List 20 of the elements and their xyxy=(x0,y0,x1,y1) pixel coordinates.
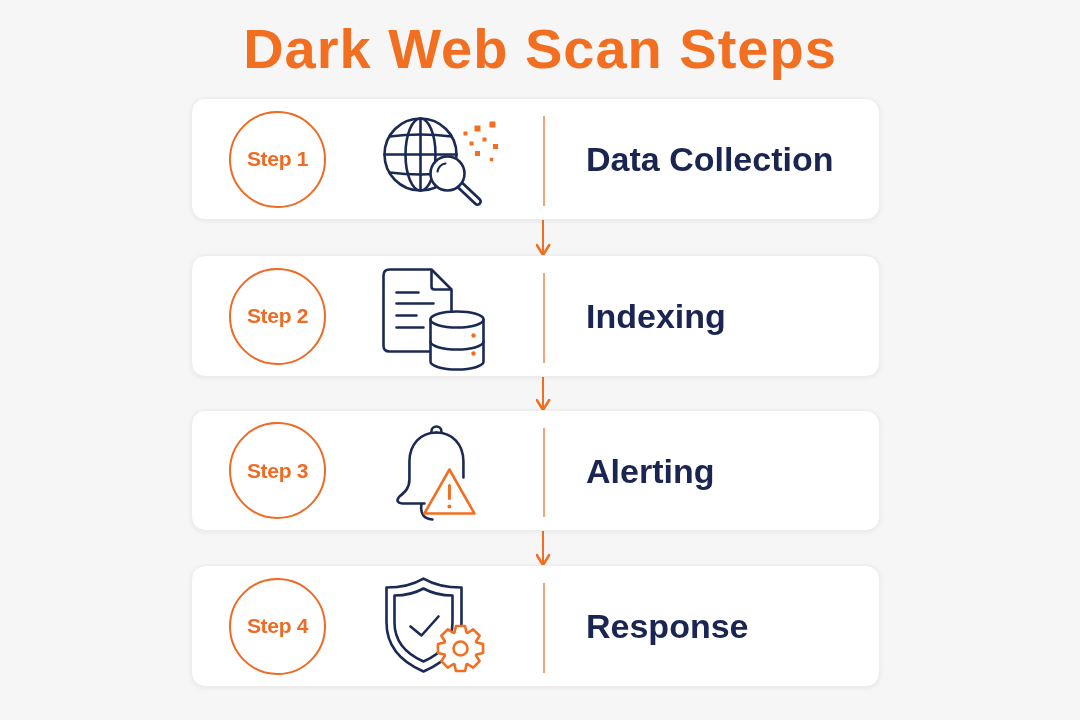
step-title: Alerting xyxy=(586,450,715,491)
step-label: Step 1 xyxy=(246,147,309,171)
step-circle xyxy=(229,110,326,208)
diagram-title: Dark Web Scan Steps xyxy=(243,16,837,82)
arrow xyxy=(535,219,551,257)
step-circle xyxy=(229,267,326,365)
step-title: Data Collection xyxy=(586,139,834,179)
step-title: Indexing xyxy=(586,296,726,336)
arrow xyxy=(535,530,551,567)
step-label: Step 4 xyxy=(246,614,309,638)
step-card xyxy=(191,410,880,531)
step-circle xyxy=(229,422,326,519)
step-card xyxy=(191,565,880,687)
arrow xyxy=(535,376,551,412)
step-label: Step 2 xyxy=(246,304,309,328)
step-label: Step 3 xyxy=(246,458,309,483)
step-circle xyxy=(229,577,326,675)
step-title: Response xyxy=(586,606,749,646)
step-card xyxy=(191,255,880,377)
step-card xyxy=(191,98,880,220)
